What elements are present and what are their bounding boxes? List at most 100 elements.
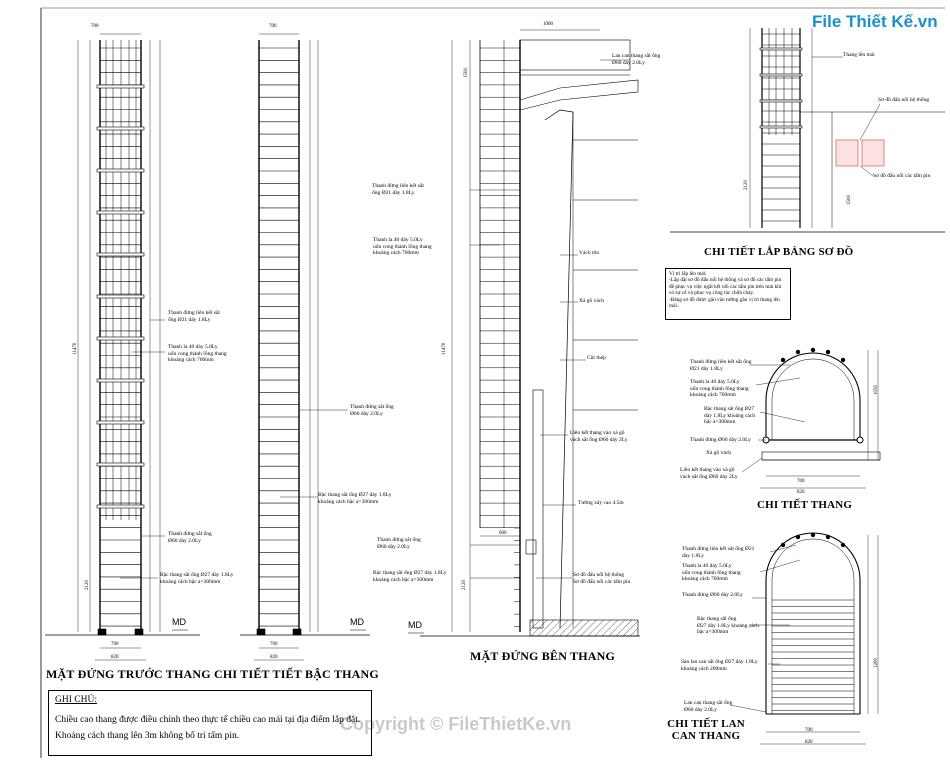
leader-line (759, 559, 801, 573)
cage-hoop (96, 378, 145, 383)
label-side-cladding: Vách tôn (579, 250, 600, 256)
step-detail-ladder (240, 33, 370, 661)
base-plate (292, 628, 302, 636)
label-detail-purlin: Xà gồ vách (706, 450, 732, 456)
cage-hoop (96, 210, 145, 215)
dim-height-1200: 1200 (874, 658, 879, 668)
dim-width-1000: 1000 (543, 22, 553, 27)
vertical-bar-section (795, 534, 801, 540)
roof-handrail (519, 39, 631, 71)
label-side-connection: Liên kết thang vào xà gồ vách sắt ống Ø6… (570, 430, 628, 443)
label-install-system-diagram: Sơ đồ đấu nối hệ thống (878, 97, 930, 103)
leader-line (859, 103, 881, 141)
cage-hoop (759, 47, 803, 51)
general-notes: GHI CHÚ: Chiều cao thang được điều chỉnh… (48, 690, 372, 756)
leader-line (755, 377, 801, 386)
vertical-bar-section (810, 347, 816, 353)
label-install-ladder: Thang lên mái (843, 52, 875, 58)
label-side-handrail: Lan can thang sắt ống Ø60 dày 2.0Ly (612, 53, 661, 66)
md-label: MD (408, 620, 422, 630)
cage-hoop (96, 252, 145, 257)
label-side-diagram: Sơ đồ đấu nối hệ thống Sơ đồ đấu nối các… (573, 572, 631, 585)
title-install-detail: CHI TIẾT LẮP BẢNG SƠ ĐỒ (704, 246, 854, 258)
label-railing-flat-bar: Thanh la 40 dày 5.0Ly uốn cong thành lồn… (682, 563, 741, 582)
cage-hoop (96, 126, 145, 131)
cage-hoop-inner (771, 358, 855, 440)
notes-heading: GHI CHÚ: (55, 695, 97, 705)
cage-hoop-outline (765, 532, 861, 714)
label-side-column: Cột thép (587, 355, 606, 361)
install-detail-ladder (670, 28, 945, 233)
cage-hoop (96, 336, 145, 341)
label-railing-rung: Bậc thang sắt ống Ø27 dày 1.8Ly khoảng c… (697, 616, 759, 635)
base-plate (256, 628, 266, 636)
dim-height-1050: 1050 (874, 385, 879, 395)
label-step-rung: Bậc thang sắt ống Ø27 dày 1.8Ly khoảng c… (318, 492, 392, 505)
dim-width-700: 700 (111, 642, 119, 647)
leader-line (859, 165, 874, 177)
label-step-post: Thanh đứng sắt ống Ø60 dày 2.0Ly (350, 404, 394, 417)
title-front-elevation: MẶT ĐỨNG TRƯỚC THANG CHI TIẾT TIẾT BẬC T… (46, 667, 379, 681)
label-detail-post: Thanh đứng Ø60 dày 2.0Ly (690, 437, 751, 443)
railing-detail-plan (729, 532, 879, 745)
vertical-bar-section (840, 357, 846, 363)
brick-wall (532, 389, 544, 629)
leader-line (729, 704, 767, 713)
label-railing-vertical-bar: Thanh đứng liên kết sắt ống Ø21 dày 1.8L… (682, 546, 755, 559)
dim-width-820: 820 (797, 490, 805, 495)
foundation (529, 619, 639, 637)
label-front-vertical-bar: Thanh đứng liên kết sắt ống Ø21 dày 1.8L… (168, 310, 220, 323)
md-label: MD (172, 617, 186, 627)
label-side-wall: Tường xây cao 4.5m (578, 500, 624, 506)
roof-slope (519, 79, 639, 111)
notes-line-1: Chiều cao thang được điều chỉnh theo thự… (55, 715, 361, 725)
ladder-cage-plan (741, 347, 881, 489)
cage-hoop (96, 294, 145, 299)
label-side-flat-bar: Thanh la 40 dày 5.0Ly uốn cong thành lồn… (373, 237, 432, 256)
cage-hoop (96, 462, 145, 467)
cage-hoop (96, 84, 145, 89)
system-diagram-board (835, 139, 859, 167)
label-install-panel-diagram: Sơ đồ đấu nối các tấm pin (873, 173, 931, 179)
dim-height-1500: 1500 (847, 195, 852, 205)
leader-line (769, 544, 797, 553)
steel-column (544, 109, 574, 629)
dim-height-total: 11470 (73, 342, 78, 355)
notes-line-2: Khoảng cách thang lên 3m không bố trí tấ… (55, 731, 240, 741)
label-side-purlin: Xà gồ vách (579, 298, 605, 304)
label-front-post: Thanh đứng sắt ống Ø60 dày 2.0Ly (168, 531, 212, 544)
vertical-bar-section (780, 542, 786, 548)
panel-diagram-board (861, 139, 885, 167)
dim-width-700: 700 (805, 728, 813, 733)
vertical-bar-section (780, 357, 786, 363)
side-elevation-ladder (408, 29, 640, 637)
dim-height-2120: 2120 (85, 580, 90, 590)
position-note: Vị trí lắp lên mái: -Lắp đặt sơ đồ đấu n… (665, 268, 791, 320)
watermark: Copyright © FileThietKe.vn (340, 714, 572, 734)
cage-hoop-inner (771, 538, 855, 714)
vertical-bar-section (825, 534, 831, 540)
label-detail-connection: Liên kết thang vào xà gồ vách sắt ống Ø6… (680, 467, 738, 480)
dim-height-1500: 1500 (464, 68, 469, 78)
label-railing-handrail: Lan can thang sắt ống Ø60 dày 2.0Ly (684, 700, 733, 713)
base-plate (134, 628, 144, 636)
label-railing-floor: Sàn lan can sắt ống Ø27 dày 1.8Ly khoảng… (681, 659, 758, 672)
dim-width-820: 820 (270, 655, 278, 660)
label-side-post: Thanh đứng sắt ống Ø60 dày 2.0Ly (377, 537, 421, 550)
title-railing-detail: CHI TIẾT LAN CAN THANG (667, 718, 745, 742)
dim-height-2120: 2120 (462, 580, 467, 590)
dim-height-2120: 2120 (744, 180, 749, 190)
label-detail-vertical-bar: Thanh đứng liên kết sắt ống Ø21 dày 1.8L… (690, 359, 752, 372)
label-railing-post: Thanh đứng Ø60 dày 2.0Ly (682, 592, 743, 598)
cage-hoop (96, 168, 145, 173)
md-label: MD (350, 617, 364, 627)
vertical-bar-section (825, 349, 831, 355)
cage-hoop (96, 420, 145, 425)
cage-hoop (759, 125, 803, 129)
cage-hoop (759, 99, 803, 103)
title-side-elevation: MẶT ĐỨNG BÊN THANG (470, 649, 616, 663)
site-logo[interactable]: File Thiết Kế.vn (812, 12, 938, 31)
title-ladder-detail: CHI TIẾT THANG (757, 499, 853, 511)
label-side-vertical-bar: Thanh đứng liên kết sắt ống Ø21 dày 1.8L… (372, 183, 424, 196)
